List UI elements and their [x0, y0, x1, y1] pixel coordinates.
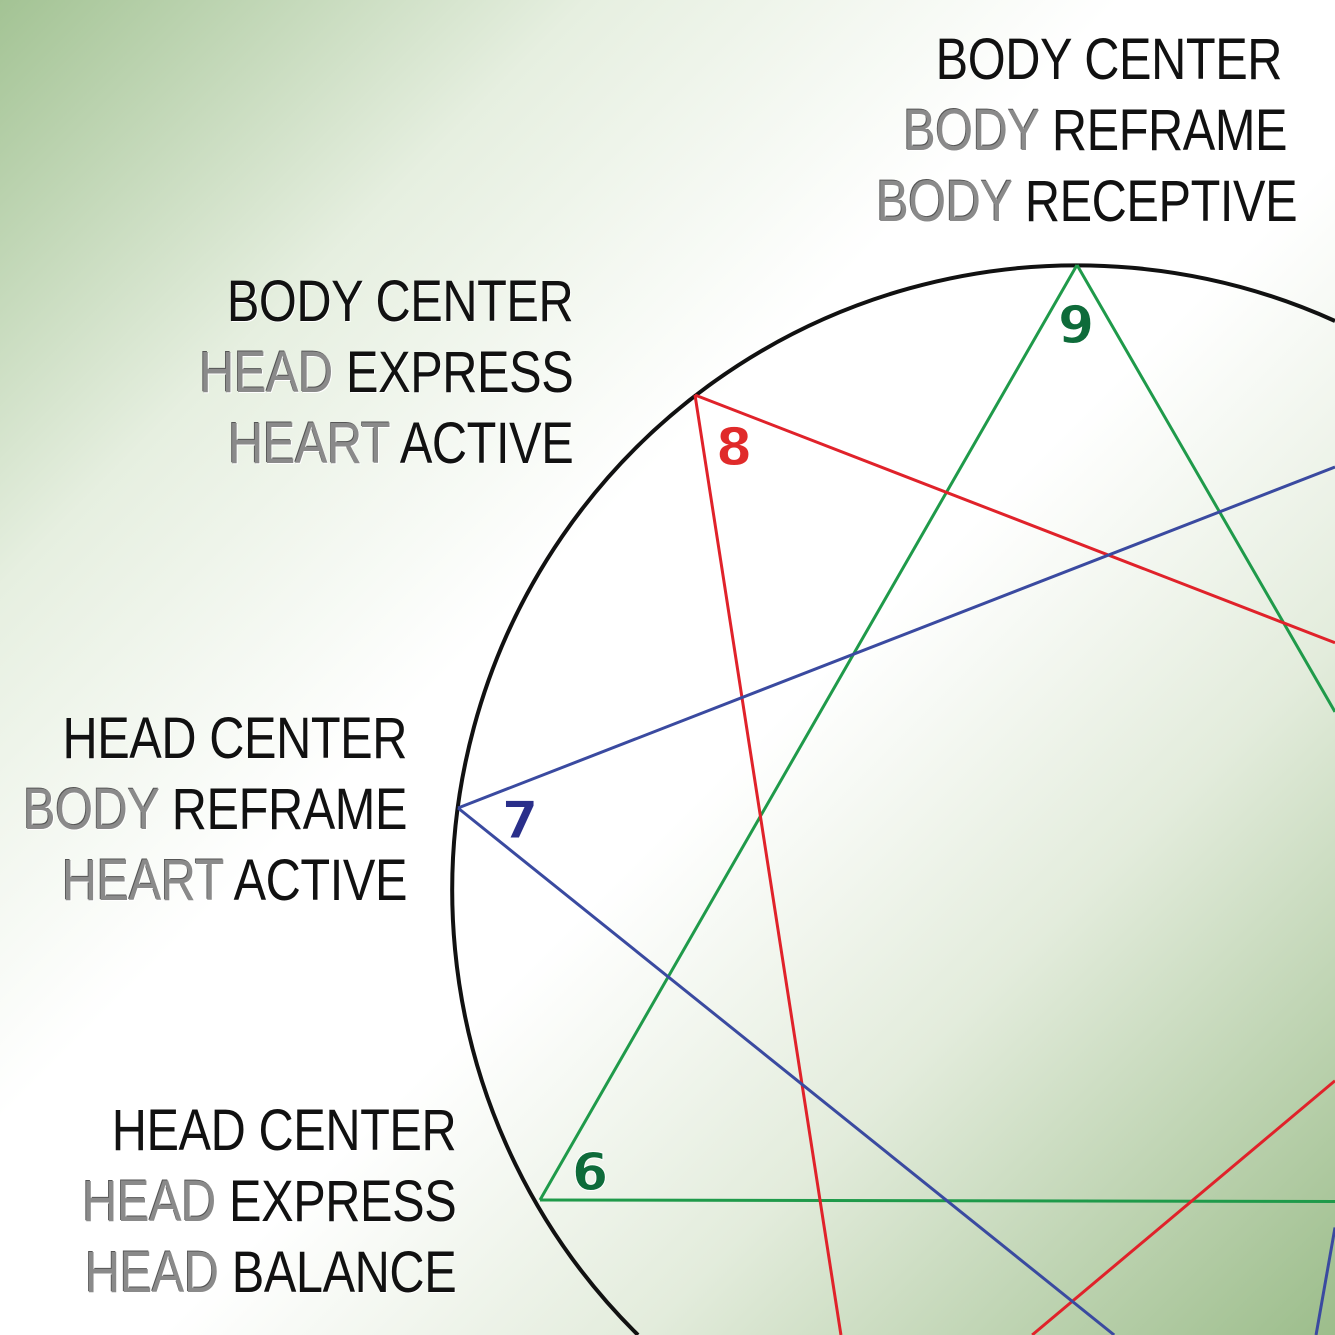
- point-9-label: 9: [1058, 296, 1094, 356]
- label-line: HEART ACTIVE: [227, 411, 574, 476]
- label-body-center-left: BODY CENTER HEAD EXPRESS HEART ACTIVE: [199, 266, 573, 479]
- line-7-4: [457, 806, 1116, 1335]
- enneagram-circle: [450, 263, 1335, 1335]
- label-title: HEAD CENTER: [62, 706, 407, 771]
- line-9-6: [538, 264, 1079, 1201]
- label-line: BODY RECEPTIVE: [875, 169, 1297, 234]
- line-7-1: [457, 465, 1335, 810]
- line-9-3: [1075, 264, 1335, 713]
- label-title: BODY CENTER: [935, 27, 1282, 92]
- label-head-center-bottom: HEAD CENTER HEAD EXPRESS HEAD BALANCE: [82, 1095, 456, 1308]
- label-head-center-mid: HEAD CENTER BODY REFRAME HEART ACTIVE: [23, 703, 407, 916]
- line-5-2: [1031, 1079, 1335, 1335]
- label-body-center-top: BODY CENTER BODY REFRAME BODY RECEPTIVE: [876, 24, 1297, 237]
- label-line: HEAD BALANCE: [84, 1240, 457, 1305]
- line-8-5: [693, 394, 843, 1335]
- line-8-2: [694, 393, 1335, 645]
- label-line: HEAD EXPRESS: [81, 1169, 456, 1234]
- label-line: HEAD EXPRESS: [198, 340, 573, 405]
- point-6-label: 6: [572, 1143, 608, 1203]
- point-8-label: 8: [716, 418, 752, 478]
- label-line: BODY REFRAME: [23, 777, 407, 842]
- line-1-4: [1314, 1227, 1335, 1335]
- label-title: BODY CENTER: [226, 269, 574, 334]
- label-line: HEART ACTIVE: [61, 848, 408, 913]
- label-line: BODY REFRAME: [903, 98, 1287, 163]
- line-6-3: [539, 1198, 1335, 1203]
- point-7-label: 7: [502, 791, 538, 851]
- label-title: HEAD CENTER: [111, 1098, 457, 1163]
